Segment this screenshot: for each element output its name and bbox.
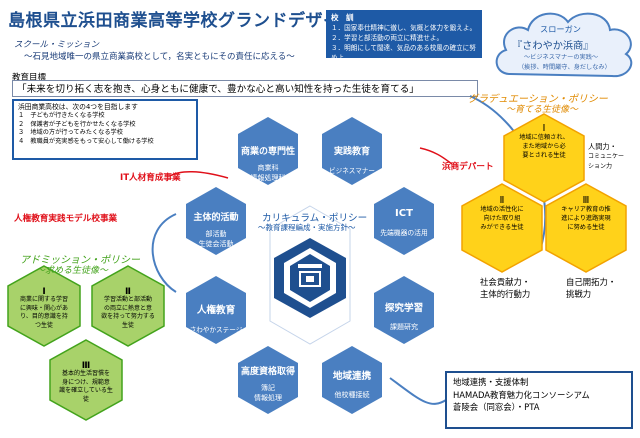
- motto-heading: 校 訓: [331, 13, 354, 22]
- goal-text: 「未来を切り拓く志を抱き、心身ともに健康で、豊かな心と高い知性を持った生徒を育て…: [12, 80, 478, 97]
- hex-label-human-rights: 人権教育 さわやかステージ: [189, 305, 243, 334]
- graduation-label-2: 社会貢献力・ 主体的行動力: [480, 277, 531, 299]
- connector-arrow: [389, 377, 447, 405]
- model-program-label: 人権教育実践モデル校事業: [14, 214, 118, 224]
- admission-sub: ～求める生徒像～: [36, 266, 109, 276]
- graduation-item-num: Ⅱ: [499, 195, 505, 206]
- graduation-item-3: Ⅲ キャリア教育の推 進により進路実現 に努める生徒: [556, 196, 616, 232]
- hex-activity: [186, 187, 246, 255]
- graduation-item-num: Ⅲ: [582, 195, 590, 206]
- aim-item: ３ 地域の方が行ってみたくなる学校: [18, 129, 123, 137]
- curriculum-title: カリキュラム・ポリシー: [262, 213, 368, 224]
- motto-line: ３．明朗にして闊達、気品のある校風の確立に努めよ。: [331, 44, 476, 62]
- graduation-sub: ～育てる生徒像～: [506, 105, 579, 115]
- admission-item-num: Ⅱ: [125, 287, 131, 297]
- graduation-hex-2: [461, 183, 543, 273]
- mission-heading: スクール・ミッション: [14, 40, 100, 50]
- hex-label-ict: ICT 先端機器の活用: [380, 208, 428, 237]
- graduation-item-2: Ⅱ 地域の活性化に 向けた取り組 みができる生徒: [472, 196, 532, 232]
- hex-label-qualification: 高度資格取得 簿記 情報処理: [240, 367, 295, 402]
- admission-hex-2: [91, 265, 165, 347]
- graduation-item-num: Ⅰ: [542, 123, 546, 134]
- slogan-heading: スローガン: [540, 24, 581, 34]
- connector-arrow: [151, 213, 177, 293]
- slogan-main: 『さわやか浜商』: [512, 41, 594, 52]
- hex-label-inquiry: 探究学習 課題研究: [384, 303, 424, 331]
- local-support-line: 蒼陵会（同窓会）・PTA: [453, 402, 540, 412]
- hex-label-activity: 主体的活動 部活動 生徒会活動: [193, 213, 239, 248]
- graduation-item-1: Ⅰ 地域に信頼され、 また地域から必 要とされる生徒: [514, 124, 574, 160]
- mission-text: ～石見地域唯一の県立商業高校として，名実ともにその責任に応える～: [24, 52, 295, 62]
- slogan-sub2: （挨拶、時間厳守、身だしなみ）: [518, 64, 611, 71]
- page-title: 島根県立浜田商業高等学校グランドデザイン: [8, 11, 358, 31]
- motto-box: 校 訓 １．国家奉仕精神に徹し、気概と体力を鍛えよ。 ２．学習と部活動の両立に精…: [326, 10, 482, 62]
- hex-regional: [322, 346, 382, 414]
- it-program-label: IT人材育成事業: [120, 173, 181, 183]
- graduation-hex-3: [545, 183, 627, 273]
- aim-item: １ 子どもが行きたくなる学校: [18, 111, 105, 119]
- admission-item-3: Ⅲ 基本的生活習慣を 身につけ、規範意 識を確立している生 徒: [56, 361, 116, 404]
- hex-practice: [322, 117, 382, 185]
- curriculum-sub: ～教育課程編成・実施方針～: [258, 223, 356, 232]
- slogan-cloud: [495, 12, 633, 78]
- local-support-box: 地域連携・支援体制 HAMADA教育魅力化コンソーシアム 蒼陵会（同窓会）・PT…: [445, 371, 633, 429]
- aim-item: ４ 教職員が充実感をもって安心して働ける学校: [18, 138, 154, 146]
- local-support-line: 地域連携・支援体制: [453, 377, 529, 387]
- admission-hex-1: [7, 265, 81, 347]
- graduation-hex-1: [503, 113, 585, 203]
- admission-item-1: Ⅰ 商業に関する学習 に興味・関心があ り、目的意識を持 つ生徒: [14, 287, 74, 330]
- motto-line: １．国家奉仕精神に徹し、気概と体力を鍛えよ。: [331, 24, 477, 32]
- graduation-label-1: 人間力・ コミュニケー ション力: [588, 142, 625, 170]
- connector-arrow: [169, 171, 229, 179]
- admission-item-num: Ⅲ: [81, 361, 91, 371]
- admission-heading: アドミッション・ポリシー: [20, 255, 140, 266]
- graduation-heading: グラデュエーション・ポリシー: [468, 94, 608, 105]
- hex-label-regional: 地域連携 他校種接続: [332, 371, 372, 399]
- hex-specialty: [238, 117, 298, 185]
- hex-label-specialty: 商業の専門性 商業科 情報処理科: [240, 147, 295, 182]
- motto-line: ２．学習と部活動の両立に精進せよ。: [331, 34, 444, 42]
- admission-item-2: Ⅱ 学習活動と部活動 の両立に熱意と意 欲を持って努力する 生徒: [98, 287, 158, 330]
- admission-item-num: Ⅰ: [42, 287, 46, 297]
- hex-inquiry: [374, 276, 434, 344]
- goal-heading: 教育目標: [12, 73, 47, 83]
- graduation-label-3: 自己開拓力・ 挑戦力: [566, 277, 617, 299]
- hamasho-depart-label: 浜商デパート: [442, 162, 494, 172]
- connector-arrow: [419, 147, 453, 165]
- aim-box: 浜田商業高校は、次の4つを目指します １ 子どもが行きたくなる学校 ２ 保護者が…: [12, 99, 198, 160]
- aim-item: ２ 保護者が子どもを行かせたくなる学校: [18, 120, 136, 128]
- hex-label-practice: 実践教育 ビジネスマナー: [329, 147, 375, 175]
- slogan-sub1: ～ビジネスマナーの実践～: [524, 54, 599, 61]
- hex-human-rights: [186, 276, 246, 344]
- aim-intro: 浜田商業高校は、次の4つを目指します: [18, 103, 138, 111]
- local-support-line: HAMADA教育魅力化コンソーシアム: [453, 389, 590, 400]
- hex-qualification: [238, 346, 298, 414]
- hex-ict: [374, 187, 434, 255]
- school-emblem-icon: [274, 238, 346, 318]
- admission-hex-3: [49, 339, 123, 421]
